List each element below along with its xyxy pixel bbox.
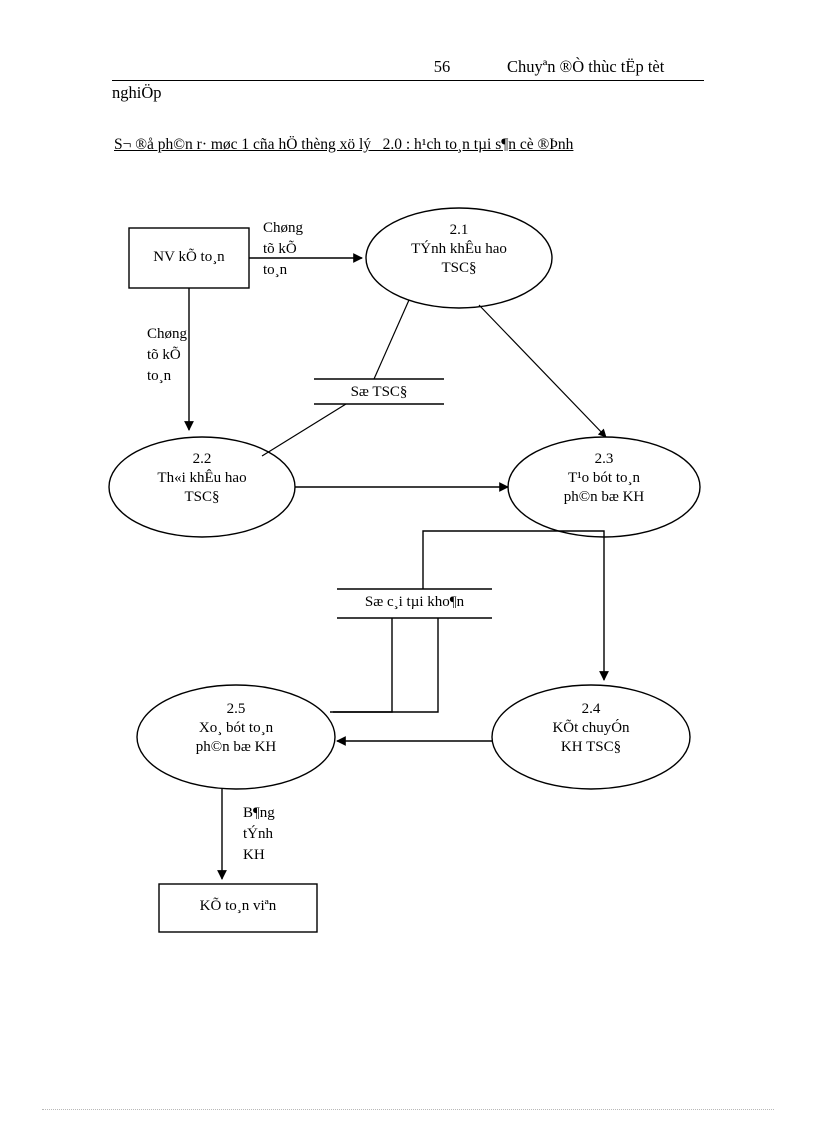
page-bottom-rule	[42, 1109, 774, 1110]
process-2-5-ellipse	[136, 684, 336, 790]
process-2-2-ellipse	[108, 436, 296, 538]
section-caption: S¬ ®å ph©n r· møc 1 cña hÖ thèng xö lý_ …	[114, 136, 574, 153]
flow-process-2-3-to-store-so-cai	[422, 530, 605, 589]
entity-ke-toan-vien-box	[158, 883, 318, 933]
header-title: Chuyªn ®Ò thùc tËp tèt	[507, 57, 665, 76]
flow-label-bang-tinh-kh-line2: tÝnh	[243, 826, 273, 842]
flow-label-chung-tu-top-line2: tõ kÕ	[263, 241, 297, 257]
store-so-cai-label: Sæ c¸i tµi kho¶n	[364, 594, 465, 610]
flow-label-bang-tinh-kh-line3: KH	[243, 847, 265, 863]
page-number: 56	[433, 57, 451, 76]
flow-label-chung-tu-top-line3: to¸n	[263, 262, 288, 278]
process-2-4-ellipse	[491, 684, 691, 790]
flow-label-chung-tu-left-line3: to¸n	[147, 368, 172, 384]
flow-label-chung-tu-top: Chøng tõ kÕ to¸n	[263, 218, 303, 281]
flow-label-chung-tu-left-line1: Chøng	[147, 326, 188, 342]
flow-label-bang-tinh-kh-line1: B¶ng	[243, 805, 275, 821]
header-rule	[112, 80, 704, 81]
flow-label-chung-tu-top-line1: Chøng	[263, 220, 304, 236]
flow-label-chung-tu-left: Chøng tõ kÕ to¸n	[147, 324, 187, 387]
store-tscd-label: Sæ TSC§	[350, 384, 408, 400]
header-title-continued: nghiÖp	[112, 83, 162, 102]
flow-label-chung-tu-left-line2: tõ kÕ	[147, 347, 181, 363]
flow-store-tscd-to-process-2-2	[261, 403, 347, 457]
entity-nv-ke-toan-box	[128, 227, 250, 289]
flow-process-2-1-to-store-tscd	[373, 299, 410, 380]
flow-process-2-1-to-process-2-3	[478, 304, 607, 438]
page-header: 56 Chuyªn ®Ò thùc tËp tèt	[112, 56, 704, 82]
process-2-1-ellipse	[365, 207, 553, 309]
process-2-3-ellipse	[507, 436, 701, 538]
flow-store-so-cai-to-process-2-5-secondary	[333, 618, 439, 713]
flow-store-so-cai-to-process-2-5	[330, 618, 393, 713]
flow-label-bang-tinh-kh: B¶ng tÝnh KH	[243, 803, 275, 866]
